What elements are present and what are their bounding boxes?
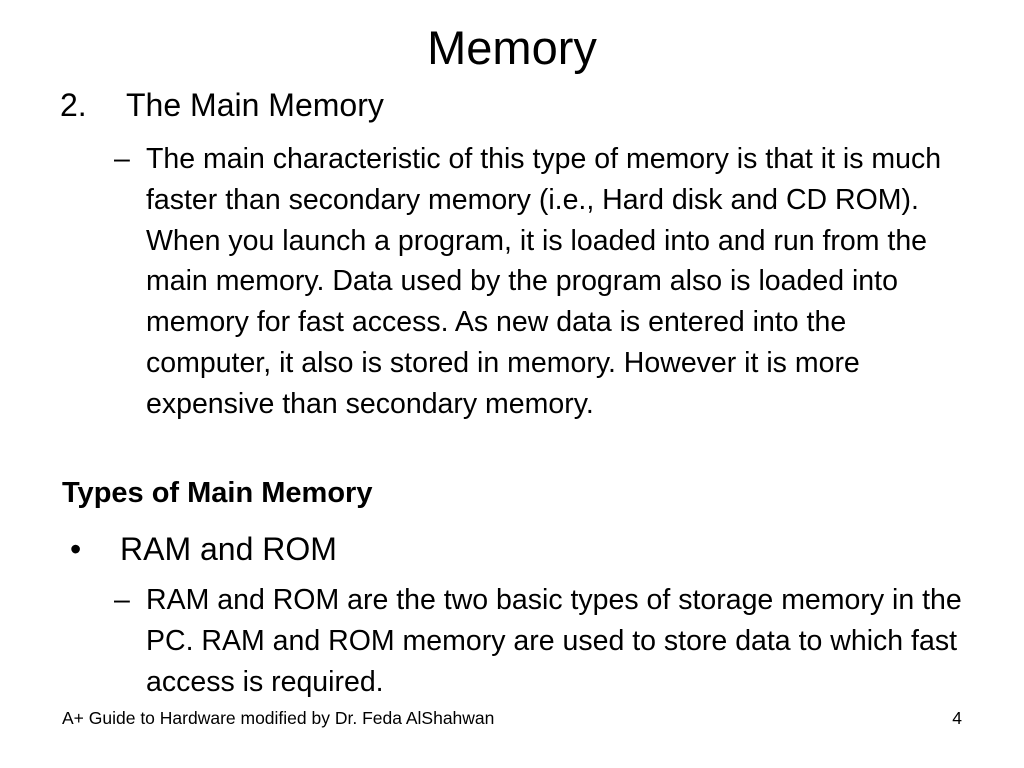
sub-item-ram-rom-description: – RAM and ROM are the two basic types of… [114,580,964,702]
page-number: 4 [952,708,962,728]
sub-item-text: RAM and ROM are the two basic types of s… [146,584,962,698]
bullet-item-ram-rom: • RAM and ROM [60,530,980,568]
item-label: RAM and ROM [120,531,337,567]
item-label: The Main Memory [126,87,384,123]
item-number: 2. [60,87,87,123]
sub-item-main-memory-description: – The main characteristic of this type o… [114,139,964,425]
numbered-item-main-memory: 2. The Main Memory [60,86,980,124]
footer-text: A+ Guide to Hardware modified by Dr. Fed… [62,708,495,728]
slide-title: Memory [427,21,597,74]
sub-item-text: The main characteristic of this type of … [146,143,942,420]
bullet-marker: • [70,531,82,567]
dash-marker: – [114,143,130,175]
dash-marker: – [114,584,130,616]
section-heading: Types of Main Memory [62,477,373,509]
